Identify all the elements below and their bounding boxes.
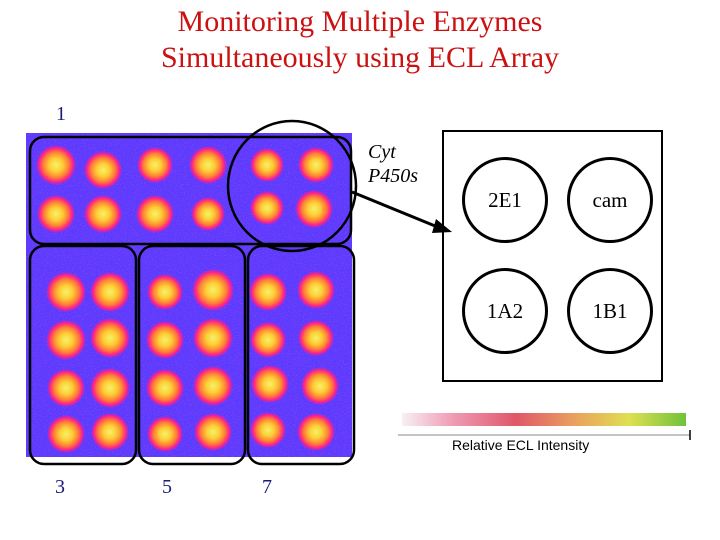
array-spot [36, 145, 76, 185]
array-spot [193, 366, 233, 406]
callout-arrow-line [351, 190, 441, 230]
array-spot [189, 146, 227, 184]
region-1-outline [28, 135, 353, 246]
region-label-5: 5 [162, 476, 172, 498]
array-spot [37, 195, 75, 233]
array-spot [250, 322, 286, 358]
array-spot [46, 320, 86, 360]
cyt-p450s-label: Cyt P450s [368, 140, 418, 188]
array-spot [136, 195, 174, 233]
array-spot [250, 148, 284, 182]
title-line-2: Simultaneously using ECL Array [160, 41, 560, 74]
array-spot [251, 365, 289, 403]
well-label: 1B1 [592, 298, 628, 323]
array-spot [297, 413, 335, 451]
well-label: 2E1 [488, 187, 522, 212]
array-spot [250, 191, 284, 225]
array-spot [295, 190, 333, 228]
spots-region-1 [36, 145, 334, 233]
title-line-1: Monitoring Multiple Enzymes [177, 5, 543, 38]
array-spot [250, 412, 286, 448]
array-spot [298, 147, 334, 183]
intensity-scale-label: Relative ECL Intensity [452, 437, 590, 453]
array-spot [137, 147, 173, 183]
array-spot [47, 369, 85, 407]
region-label-7: 7 [262, 476, 272, 498]
array-spot [301, 367, 339, 405]
array-spot [84, 151, 122, 189]
highlight-circle [226, 119, 358, 253]
cyt-label-line-2: P450s [368, 165, 418, 187]
array-spot [191, 197, 225, 231]
array-spot [194, 413, 232, 451]
well-1b1: 1B1 [567, 268, 653, 354]
region-label-3: 3 [55, 476, 65, 498]
spots-region-5 [146, 269, 234, 452]
region-label-1: 1 [56, 103, 66, 125]
array-spot [298, 320, 334, 356]
array-spot [147, 416, 183, 452]
array-spot [47, 415, 85, 453]
array-spot [90, 368, 130, 408]
region-5-outline [137, 244, 247, 466]
cyt-label-line-1: Cyt [368, 141, 396, 163]
array-spot [90, 318, 130, 358]
well-2e1: 2E1 [462, 157, 548, 243]
enzyme-well-panel [442, 130, 663, 382]
region-3-outline [28, 244, 138, 466]
array-spot [146, 321, 184, 359]
well-1a2: 1A2 [462, 268, 548, 354]
region-7-outline [246, 244, 356, 466]
array-spot [90, 272, 130, 312]
well-label: 1A2 [486, 298, 524, 323]
array-spot [146, 369, 184, 407]
array-spot [192, 269, 234, 311]
well-cam: cam [567, 157, 653, 243]
slide-title: Monitoring Multiple Enzymes Simultaneous… [0, 4, 720, 76]
spots-region-7 [249, 271, 339, 451]
array-spot [147, 274, 183, 310]
spots-region-3 [46, 272, 130, 453]
array-spot [249, 273, 287, 311]
array-spot [84, 195, 122, 233]
array-spot [46, 272, 86, 312]
well-label: cam [592, 187, 628, 212]
array-spot [193, 318, 233, 358]
array-spot [91, 413, 129, 451]
array-spot [297, 271, 335, 309]
intensity-scale-bar [402, 413, 686, 426]
